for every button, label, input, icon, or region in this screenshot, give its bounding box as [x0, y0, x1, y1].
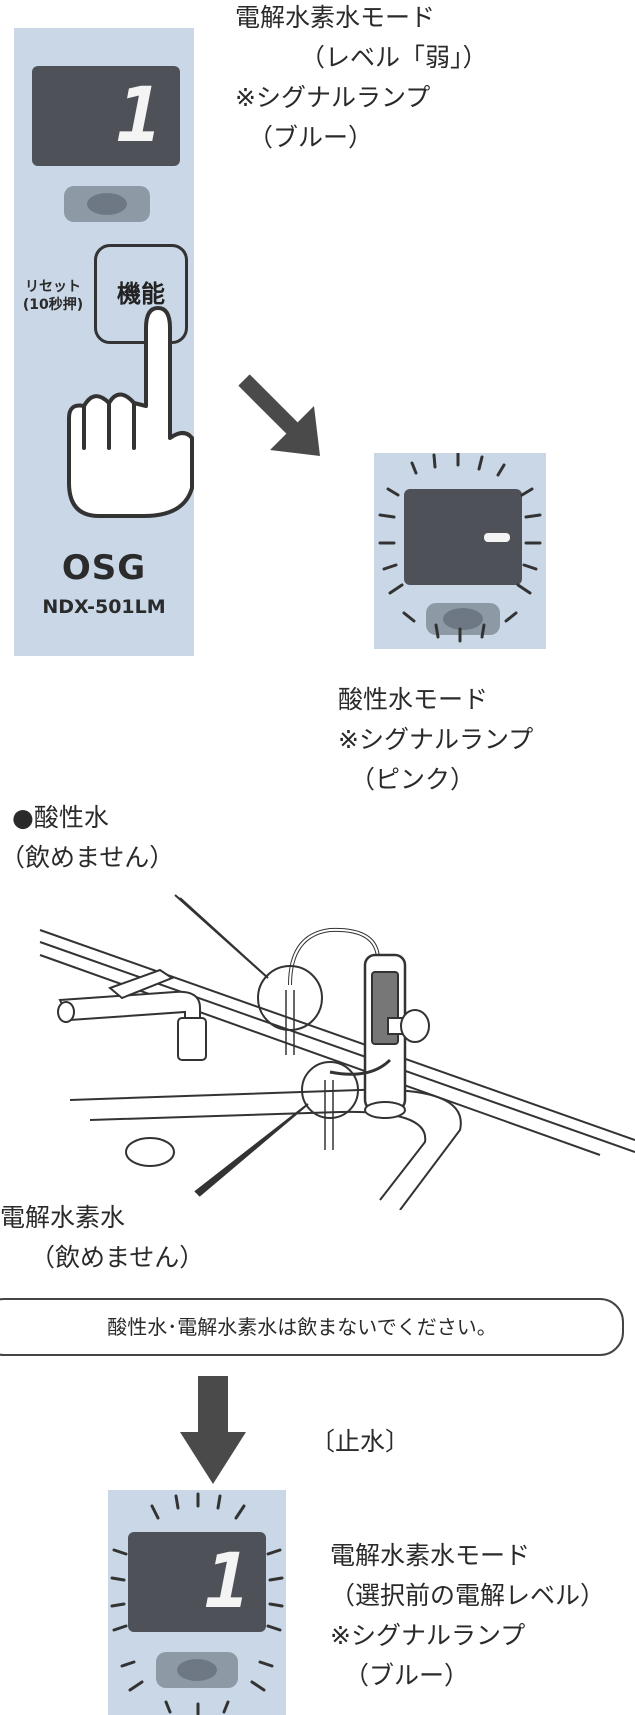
device-display: 1: [32, 66, 180, 166]
signal-lamp: [64, 186, 150, 222]
faucet-illustration: [39, 894, 635, 1210]
acid-water-note: （飲めません）: [0, 843, 175, 872]
step3-mode: 電解水素水モード: [330, 1541, 531, 1570]
step2-lamp: ※シグナルランプ: [338, 725, 534, 754]
reset-label-line2: (10秒押): [22, 297, 84, 313]
hydrogen-signal-lamp: [156, 1652, 238, 1688]
step2-mode: 酸性水モード: [338, 685, 489, 714]
step2-lamp-color: （ピンク）: [350, 765, 476, 794]
model-label: NDX-501LM: [42, 596, 166, 618]
acid-mode-panel: [374, 453, 546, 649]
acid-mode-display: [404, 489, 522, 585]
step1-lamp: ※シグナルランプ: [235, 83, 431, 112]
reset-label-line1: リセット: [25, 279, 81, 295]
display-dash: [484, 533, 510, 542]
hydrogen-water-label: 電解水素水: [0, 1203, 126, 1232]
blink-rays-icon: [378, 453, 542, 643]
acid-signal-lamp: [426, 603, 500, 635]
display-digit-2: 1: [204, 1536, 250, 1625]
warning-notice: 酸性水･電解水素水は飲まないでください。: [0, 1298, 624, 1356]
pressing-hand-icon: [67, 306, 194, 518]
brand-logo: OSG: [61, 548, 147, 588]
step1-level: （レベル「弱」）: [300, 43, 488, 72]
arrow-down-icon: [180, 1376, 246, 1484]
display-digit: 1: [116, 70, 162, 159]
arrow-diagonal-icon: [238, 374, 320, 456]
acid-water-label: ●酸性水: [12, 803, 109, 832]
hydrogen-mode-display: 1: [128, 1532, 266, 1632]
hydrogen-water-note: （飲めません）: [30, 1243, 205, 1272]
step3-lamp-color: （ブルー）: [344, 1661, 470, 1690]
step3-stop: 〔止水〕: [310, 1427, 411, 1456]
step1-lamp-color: （ブルー）: [248, 123, 374, 152]
reset-label: リセット (10秒押): [18, 278, 88, 314]
hydrogen-mode-panel: 1: [108, 1490, 286, 1715]
step3-level: （選択前の電解レベル）: [330, 1581, 606, 1610]
function-button[interactable]: 機能: [94, 244, 188, 344]
step3-lamp: ※シグナルランプ: [330, 1621, 526, 1650]
step1-mode: 電解水素水モード: [235, 3, 436, 32]
device-panel: 1 リセット (10秒押) 機能 OSG NDX-501LM: [14, 28, 194, 656]
blink-rays-icon-2: [110, 1492, 284, 1715]
